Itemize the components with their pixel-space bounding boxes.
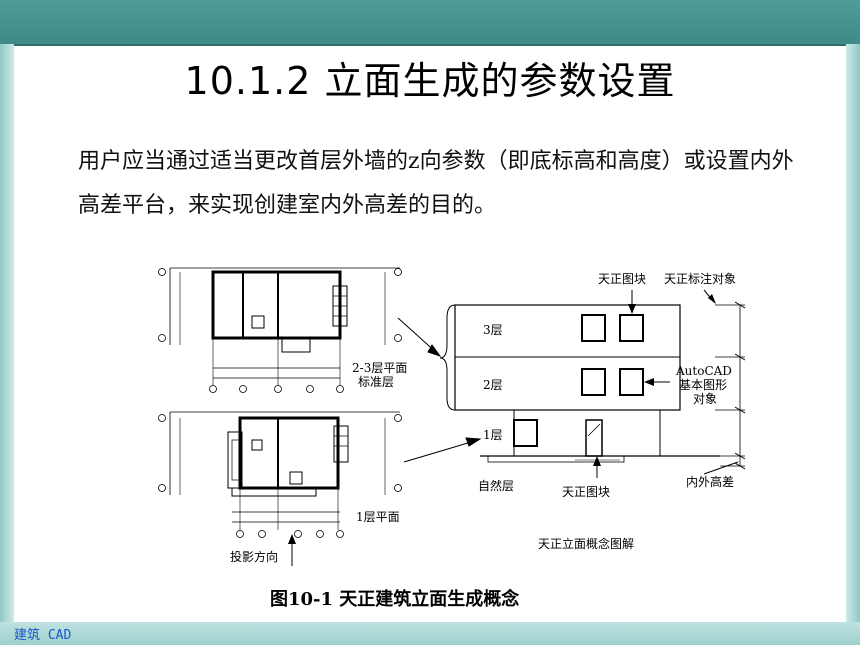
label-autocad1: AutoCAD [675, 364, 732, 378]
label-autocad2: 基本图形 [679, 378, 727, 392]
label-floor1: 1层 [483, 428, 503, 442]
label-projection-dir: 投影方向 [230, 549, 278, 564]
body-paragraph: 用户应当通过适当更改首层外墙的z向参数（即底标高和高度）或设置内外高差平台，来实… [78, 149, 794, 218]
figure-caption: 图10-1 天正建筑立面生成概念 [270, 589, 520, 610]
right-frame [846, 44, 860, 625]
label-tz-annotation: 天正标注对象 [664, 271, 736, 286]
slide-title: 10.1.2 立面生成的参数设置 [184, 59, 676, 103]
label-first-floor-plan: 1层平面 [356, 510, 400, 524]
label-floor3: 3层 [483, 323, 503, 337]
label-tz-block-bottom: 天正图块 [562, 485, 610, 499]
bottom-band [0, 622, 860, 645]
left-frame [0, 44, 14, 625]
elevation-drawing [454, 289, 746, 478]
label-concept: 天正立面概念图解 [538, 536, 634, 551]
label-std-floor: 2-3层平面 [352, 361, 407, 375]
upper-floor-plan [158, 267, 402, 393]
footer-label: 建筑 CAD [14, 628, 72, 643]
first-floor-plan [158, 411, 402, 566]
label-natural-layer: 自然层 [478, 478, 514, 493]
label-std-floor2: 标准层 [358, 375, 394, 389]
label-tz-block-top: 天正图块 [598, 272, 646, 286]
top-band [0, 0, 860, 46]
label-autocad3: 对象 [693, 392, 717, 406]
label-inout-height: 内外高差 [686, 474, 734, 489]
label-floor2: 2层 [483, 378, 503, 392]
